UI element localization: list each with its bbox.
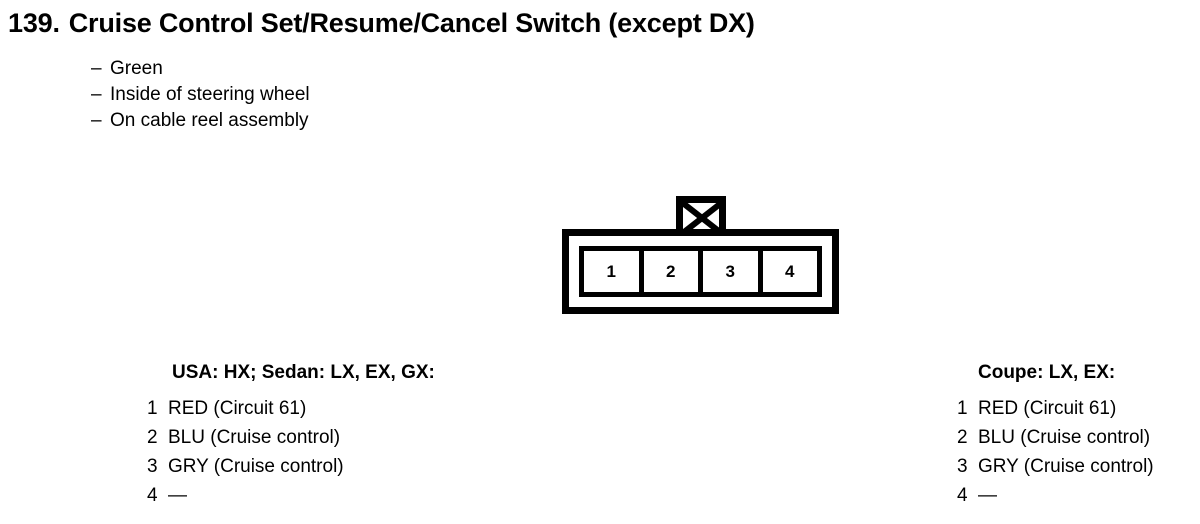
page-title-number: 139. [8, 8, 60, 38]
pin-description: GRY (Cruise control) [978, 456, 1154, 477]
pin-index: 1 [957, 398, 968, 419]
pin-row: 3 GRY (Cruise control) [957, 452, 1154, 481]
pin-description: BLU (Cruise control) [978, 427, 1151, 448]
notes-list: –Green –Inside of steering wheel –On cab… [91, 56, 310, 134]
connector-diagram: 1 2 3 4 [562, 196, 839, 314]
pin-table-heading: Coupe: LX, EX: [978, 362, 1116, 383]
connector-body-inner: 1 2 3 4 [579, 246, 822, 297]
pin-table-heading: USA: HX; Sedan: LX, EX, GX: [172, 362, 435, 383]
connector-pin-number: 1 [606, 262, 616, 281]
connector-pin-cell: 2 [643, 251, 703, 292]
pin-description: — [168, 485, 187, 506]
pin-index: 4 [147, 485, 158, 506]
pin-index: 1 [147, 398, 158, 419]
page-title: 139. Cruise Control Set/Resume/Cancel Swi… [8, 8, 755, 39]
connector-pin-cell: 4 [762, 251, 817, 292]
dash-icon: – [91, 84, 102, 105]
pin-row: 3 GRY (Cruise control) [147, 452, 435, 481]
pin-index: 2 [147, 427, 158, 448]
note-item: –Inside of steering wheel [91, 82, 310, 108]
pin-row: 4 — [957, 481, 1154, 510]
pin-description: BLU (Cruise control) [168, 427, 341, 448]
pin-description: RED (Circuit 61) [978, 398, 1117, 419]
note-item-label: Inside of steering wheel [110, 84, 310, 105]
connector-pin-number: 2 [666, 262, 676, 281]
pin-index: 3 [957, 456, 968, 477]
pin-table-coupe: Coupe: LX, EX: 1 RED (Circuit 61) 2 BLU … [957, 362, 1154, 510]
pin-table-usa-hx-sedan: USA: HX; Sedan: LX, EX, GX: 1 RED (Circu… [147, 362, 435, 510]
pin-description: — [978, 485, 997, 506]
pin-row: 4 — [147, 481, 435, 510]
connector-pin-cell: 1 [584, 251, 644, 292]
note-item: –Green [91, 56, 310, 82]
pin-description: RED (Circuit 61) [168, 398, 307, 419]
pin-index: 4 [957, 485, 968, 506]
connector-pin-number: 4 [785, 262, 795, 281]
pin-row: 2 BLU (Cruise control) [957, 423, 1154, 452]
note-item-label: On cable reel assembly [110, 110, 309, 131]
dash-icon: – [91, 58, 102, 79]
pin-row: 1 RED (Circuit 61) [147, 394, 435, 423]
pin-row: 1 RED (Circuit 61) [957, 394, 1154, 423]
connector-pin-cell: 3 [703, 251, 763, 292]
pin-index: 3 [147, 456, 158, 477]
connector-pin-number: 3 [725, 262, 735, 281]
note-item-label: Green [110, 58, 163, 79]
pin-description: GRY (Cruise control) [168, 456, 344, 477]
page-title-text: Cruise Control Set/Resume/Cancel Switch … [68, 8, 755, 38]
pin-row: 2 BLU (Cruise control) [147, 423, 435, 452]
connector-body-outer: 1 2 3 4 [562, 229, 839, 314]
note-item: –On cable reel assembly [91, 108, 310, 134]
dash-icon: – [91, 110, 102, 131]
pin-index: 2 [957, 427, 968, 448]
